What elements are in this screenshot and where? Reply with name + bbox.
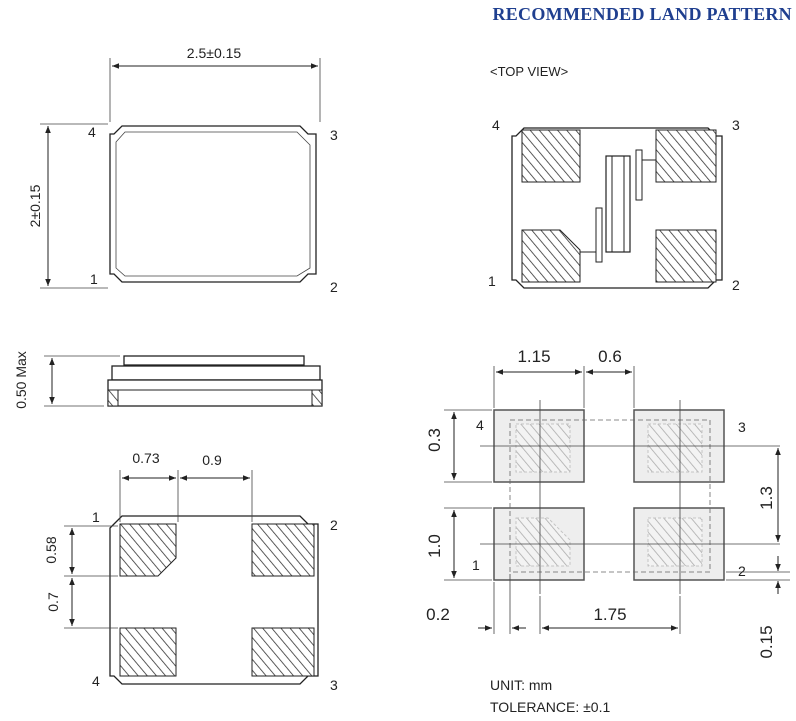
land-pin-3: 3 <box>738 419 746 435</box>
outline-view: 2.5±0.15 2±0.15 4 3 1 2 <box>27 45 338 295</box>
bottom-dim-0-58: 0.58 <box>43 536 59 563</box>
outline-pin-1: 1 <box>90 271 98 287</box>
bottom-pin-2: 2 <box>330 517 338 533</box>
bottom-dim-0-9: 0.9 <box>202 452 222 468</box>
top-view: <TOP VIEW> 4 3 1 2 <box>488 64 740 293</box>
land-dim-1-75: 1.75 <box>593 605 626 624</box>
top-pin-1: 1 <box>488 273 496 289</box>
land-dim-1-15: 1.15 <box>517 347 550 366</box>
bottom-pad-4 <box>119 627 177 677</box>
width-dimension: 2.5±0.15 <box>187 45 242 61</box>
page-title: RECOMMENDED LAND PATTERN <box>492 4 792 24</box>
top-view-label: <TOP VIEW> <box>490 64 568 79</box>
land-pin-2: 2 <box>738 563 746 579</box>
land-dim-0-2: 0.2 <box>426 605 450 624</box>
bottom-dim-0-7: 0.7 <box>45 592 61 612</box>
land-dim-1-3: 1.3 <box>757 486 776 510</box>
land-dim-0-15: 0.15 <box>757 625 776 658</box>
bottom-pad-1 <box>119 523 177 577</box>
side-body <box>111 365 321 381</box>
bottom-pin-3: 3 <box>330 677 338 693</box>
bottom-pad-3 <box>251 627 315 677</box>
land-pin-4: 4 <box>476 417 484 433</box>
land-dim-0-6: 0.6 <box>598 347 622 366</box>
outline-pin-3: 3 <box>330 127 338 143</box>
side-height-dimension: 0.50 Max <box>13 351 29 409</box>
unit-note: UNIT: mm <box>490 677 552 693</box>
top-pin-2: 2 <box>732 277 740 293</box>
package-inner-outline <box>115 131 311 277</box>
outline-pin-2: 2 <box>330 279 338 295</box>
package-outline <box>109 125 317 283</box>
side-base <box>107 379 323 407</box>
tolerance-note: TOLERANCE: ±0.1 <box>490 699 610 715</box>
crystal-element <box>605 155 631 253</box>
bottom-dim-0-73: 0.73 <box>132 450 159 466</box>
bottom-pin-4: 4 <box>92 673 100 689</box>
top-pin-3: 3 <box>732 117 740 133</box>
side-lid <box>123 355 305 366</box>
land-package-ghost <box>509 419 711 573</box>
land-pin-1: 1 <box>472 557 480 573</box>
side-view: 0.50 Max <box>13 351 323 409</box>
bottom-pad-2 <box>251 523 315 577</box>
top-pad-3 <box>655 129 717 183</box>
top-pad-4 <box>521 129 581 183</box>
land-dim-1-0: 1.0 <box>425 534 444 558</box>
land-dim-0-3: 0.3 <box>425 428 444 452</box>
outline-pin-4: 4 <box>88 124 96 140</box>
top-pad-1 <box>521 229 581 283</box>
height-dimension: 2±0.15 <box>27 184 43 227</box>
bottom-pin-1: 1 <box>92 509 100 525</box>
top-pad-2 <box>655 229 717 283</box>
top-pin-4: 4 <box>492 117 500 133</box>
land-pattern: 1.15 0.6 0.3 1.0 0.2 1.75 1.3 0.15 4 3 1… <box>425 347 790 715</box>
bottom-view: 0.73 0.9 0.58 0.7 1 2 4 3 <box>43 450 338 693</box>
